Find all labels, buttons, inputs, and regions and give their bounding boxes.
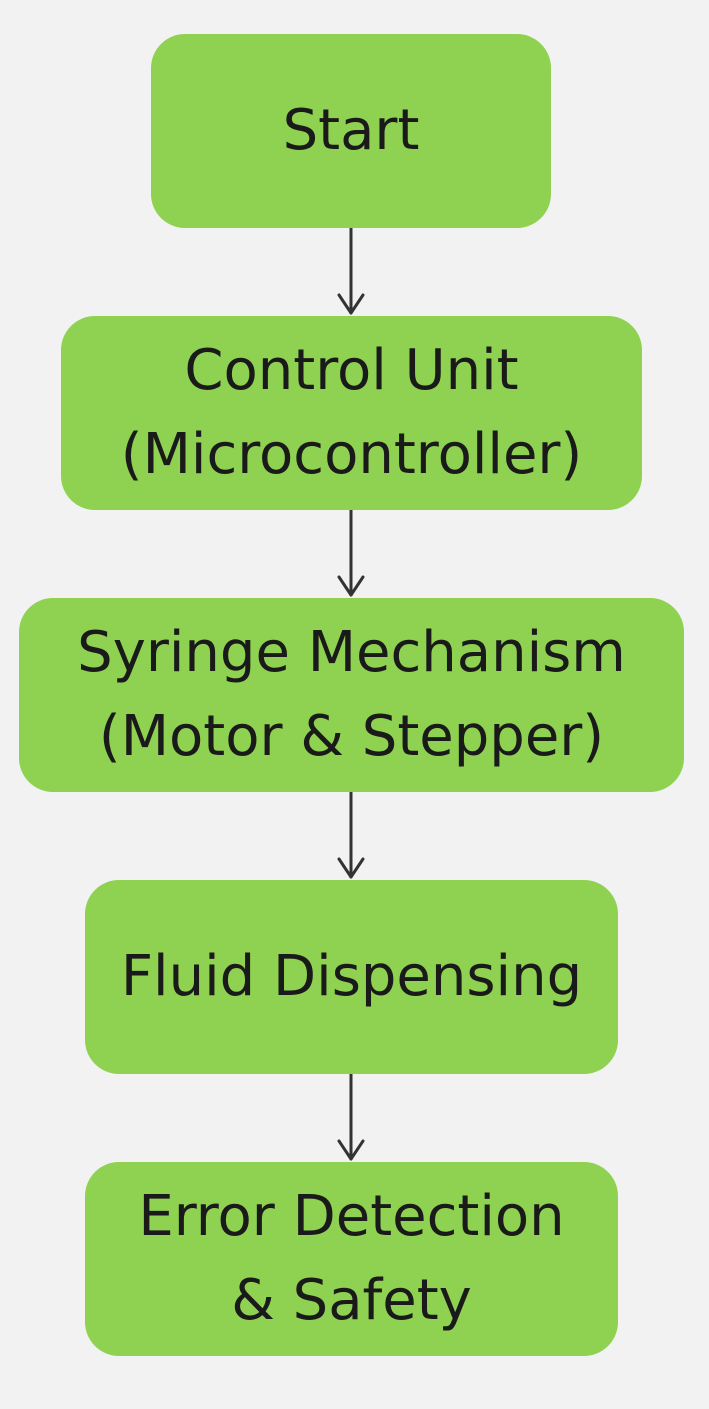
node-syringe-mechanism-label-line-2: (Motor & Stepper) (98, 704, 605, 769)
node-error-detection-label-line-2: & Safety (231, 1268, 472, 1333)
node-control-unit: Control Unit (Microcontroller) (61, 316, 642, 510)
node-syringe-mechanism: Syringe Mechanism (Motor & Stepper) (19, 598, 684, 792)
node-error-detection: Error Detection & Safety (85, 1162, 618, 1356)
arrow-start-to-control-unit (337, 226, 365, 315)
node-syringe-mechanism-label-line-1: Syringe Mechanism (77, 620, 626, 685)
node-error-detection-label-line-1: Error Detection (138, 1184, 565, 1249)
arrow-fluid-dispensing-to-error-detection (337, 1072, 365, 1161)
node-fluid-dispensing-label: Fluid Dispensing (120, 944, 583, 1009)
node-control-unit-label-line-1: Control Unit (184, 338, 519, 403)
arrow-syringe-mechanism-to-fluid-dispensing (337, 790, 365, 879)
node-start: Start (151, 34, 551, 228)
node-start-label: Start (282, 98, 420, 163)
arrow-control-unit-to-syringe-mechanism (337, 508, 365, 597)
node-control-unit-label-line-2: (Microcontroller) (120, 422, 583, 487)
node-fluid-dispensing: Fluid Dispensing (85, 880, 618, 1074)
